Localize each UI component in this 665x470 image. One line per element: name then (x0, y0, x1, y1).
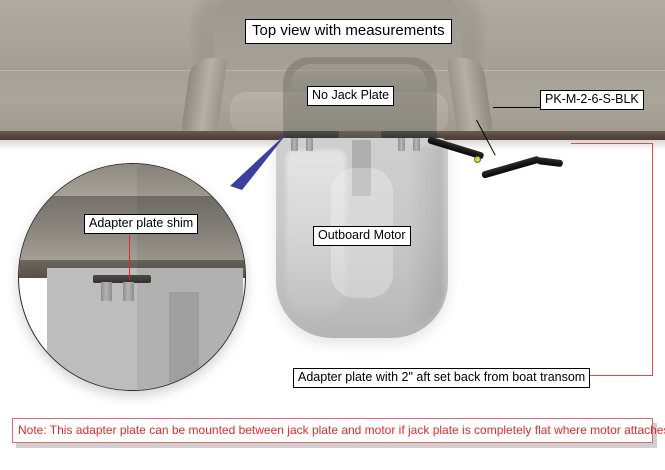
motor-center-rib (352, 140, 371, 196)
mounting-bolt-2 (306, 138, 313, 151)
inset-adapter-shim-plate (93, 275, 151, 283)
inset-mounting-bolt-2 (123, 282, 134, 301)
page-title: Top view with measurements (245, 19, 452, 44)
pk-m-bracket-segment-lower (481, 155, 541, 179)
mounting-bolt-1 (291, 138, 298, 151)
label-adapter-plate-shim: Adapter plate shim (84, 214, 199, 235)
label-adapter-plate-setback: Adapter plate with 2" aft set back from … (293, 368, 591, 389)
motor-body-shading (408, 146, 444, 326)
inset-hull-top (19, 164, 245, 200)
magnifier-inset-icon (18, 163, 246, 391)
bracket-anchor-dot-icon (474, 156, 481, 163)
inset-shading-overlay (137, 164, 245, 390)
adapter-shim-plate-left (283, 131, 339, 138)
pk-m-leader-line-horizontal (493, 107, 541, 108)
inset-motor-pod (169, 292, 199, 390)
adapter-shim-plate-right (381, 131, 437, 138)
inset-mounting-bolt-1 (101, 282, 112, 301)
mounting-bolt-3 (398, 138, 405, 151)
label-no-jack-plate: No Jack Plate (307, 86, 395, 107)
label-part-number: PK-M-2-6-S-BLK (540, 90, 644, 111)
note-banner: Note: This adapter plate can be mounted … (12, 418, 665, 443)
measurement-line-top (571, 143, 653, 144)
inset-shim-pointer-line (129, 234, 130, 280)
mounting-bolt-4 (413, 138, 420, 151)
measurement-line-bottom (567, 375, 653, 376)
measurement-line-vertical (652, 143, 653, 376)
label-outboard-motor: Outboard Motor (313, 226, 411, 247)
pk-m-bracket-segment-tip (536, 157, 564, 168)
inset-motor-body (47, 268, 243, 390)
